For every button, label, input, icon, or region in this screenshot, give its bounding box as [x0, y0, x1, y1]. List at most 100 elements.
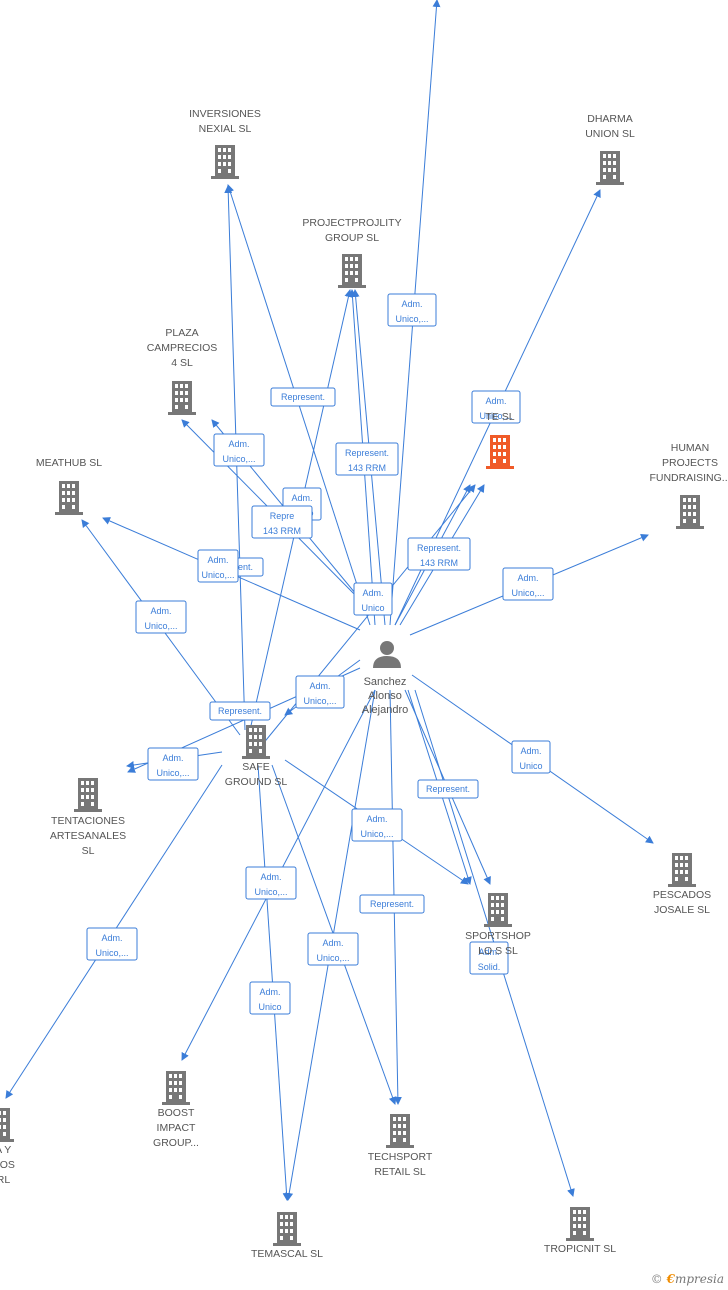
edge-label-box[interactable]: Adm.Unico,... [86, 927, 138, 961]
edge-label-text: 143 RRM [263, 526, 301, 536]
company-node-te[interactable]: TE SL [485, 411, 515, 469]
edge-label-text: Represent. [218, 706, 262, 716]
building-icon [566, 1207, 594, 1241]
edge-label-text: Represent. [417, 543, 461, 553]
company-node-human[interactable]: HUMANPROJECTSFUNDRAISING... [649, 442, 728, 529]
edge-label-text: Unico,... [316, 953, 349, 963]
edge-label-box[interactable]: Represent. [209, 701, 271, 721]
edge-label-box[interactable]: Adm.Unico,... [135, 600, 187, 634]
edge-label-box[interactable]: Adm. Unico,... [197, 549, 239, 583]
edge-label-text: Unico,... [156, 768, 189, 778]
empresia-brand[interactable]: © €mpresia [651, 1272, 724, 1286]
company-label: INVERSIONES [189, 108, 261, 120]
company-label: PROJECTS [662, 457, 718, 469]
edge-label-box[interactable]: Adm.Unico [511, 740, 551, 774]
edge-label-frame [353, 582, 393, 616]
company-label: CAMPRECIOS [147, 342, 218, 354]
company-label: NEXIAL SL [199, 123, 252, 135]
person-icon [380, 641, 394, 655]
company-node-tropicnit[interactable]: TROPICNIT SL [544, 1207, 616, 1255]
company-node-meathub[interactable]: MEATHUB SL [36, 457, 102, 515]
edge-label-box[interactable]: Adm.Unico,... [295, 675, 345, 709]
company-node-za[interactable]: ZA YADOSSRL [0, 1108, 15, 1186]
company-label: TROPICNIT SL [544, 1243, 616, 1255]
company-node-inversiones[interactable]: INVERSIONES NEXIAL SL [189, 108, 261, 179]
edge-label-box[interactable]: Adm. Unico,... [307, 932, 359, 966]
edge-label-box[interactable]: Adm. Unico,... [147, 747, 199, 781]
edge-label-text: Adm. [101, 933, 122, 943]
building-icon [168, 381, 196, 415]
company-node-temascal[interactable]: TEMASCAL SL [251, 1212, 323, 1260]
edge-label-box[interactable]: Represent. 143 RRM [335, 442, 399, 476]
edge-label-text: Adm. [162, 753, 183, 763]
edge-label-box[interactable]: Represent. [359, 894, 425, 914]
person-label: Sanchez [364, 676, 407, 688]
edge-label-text: Adm. [366, 814, 387, 824]
edge-label-frame [197, 549, 239, 583]
company-label: PESCADOS [653, 889, 711, 901]
edge-label-box[interactable]: Adm.Unico,... [471, 390, 521, 424]
company-label: SL [82, 845, 95, 857]
edge-label-text: Adm. [228, 439, 249, 449]
company-label: DHARMA [587, 113, 633, 125]
edge-label-frame [251, 505, 313, 539]
edge-label-text: Unico,... [254, 887, 287, 897]
edge-label-box[interactable]: Represent. [270, 387, 336, 407]
edge-label-frame [209, 701, 271, 721]
edge-label-frame [471, 390, 521, 424]
company-label: BOOST [158, 1107, 195, 1119]
edge-label-box[interactable]: Adm.Unico,... [245, 866, 297, 900]
building-icon [668, 853, 696, 887]
edge-label-box[interactable]: Adm. Unico,... [213, 433, 265, 467]
edge-label-box[interactable]: Adm.Solid. [469, 941, 509, 975]
edge-label-frame [245, 866, 297, 900]
edge-label-box[interactable]: Adm.Unico,... [351, 808, 403, 842]
edge-label-text: Unico,... [222, 454, 255, 464]
company-label: TECHSPORT [368, 1151, 433, 1163]
edge-label-box[interactable]: Adm.Unico,... [387, 293, 437, 327]
edge-label-box[interactable]: Adm.Unico [353, 582, 393, 616]
edge-label-text: Unico,... [201, 570, 234, 580]
edge-label-text: Unico,... [511, 588, 544, 598]
edge-label-text: Adm. [322, 938, 343, 948]
edge-label-frame [359, 894, 425, 914]
edge-label-box[interactable]: Adm.Unico,... [502, 567, 554, 601]
edge-label-text: Represent. [281, 392, 325, 402]
edge-label-frame [387, 293, 437, 327]
edge-label-text: 143 RRM [348, 463, 386, 473]
edge-label-box[interactable]: Adm.Unico [249, 981, 291, 1015]
edge-label-frame [335, 442, 399, 476]
edge-label-box[interactable]: Represent. [417, 779, 479, 799]
brand-name: mpresia [674, 1272, 724, 1286]
edge-label-box[interactable]: Represent.143 RRM [407, 537, 471, 571]
company-label: 4 SL [171, 357, 193, 369]
building-icon [338, 254, 366, 288]
edge-label-frame [249, 981, 291, 1015]
edge-label-text: Unico [361, 603, 384, 613]
edge-label-frame [213, 433, 265, 467]
building-icon [486, 435, 514, 469]
edge-label-text: Represent. [345, 448, 389, 458]
edge-label-text: Adm. [291, 493, 312, 503]
company-label: MEATHUB SL [36, 457, 102, 469]
edge-label-text: Adm. [150, 606, 171, 616]
edge-label-frame [351, 808, 403, 842]
person-label: Alonso [368, 690, 402, 702]
edge-label-frame [135, 600, 187, 634]
building-icon [386, 1114, 414, 1148]
edge-label-text: Adm. [207, 555, 228, 565]
company-node-boost[interactable]: BOOSTIMPACTGROUP... [153, 1071, 199, 1149]
company-label: ADOS [0, 1159, 15, 1171]
